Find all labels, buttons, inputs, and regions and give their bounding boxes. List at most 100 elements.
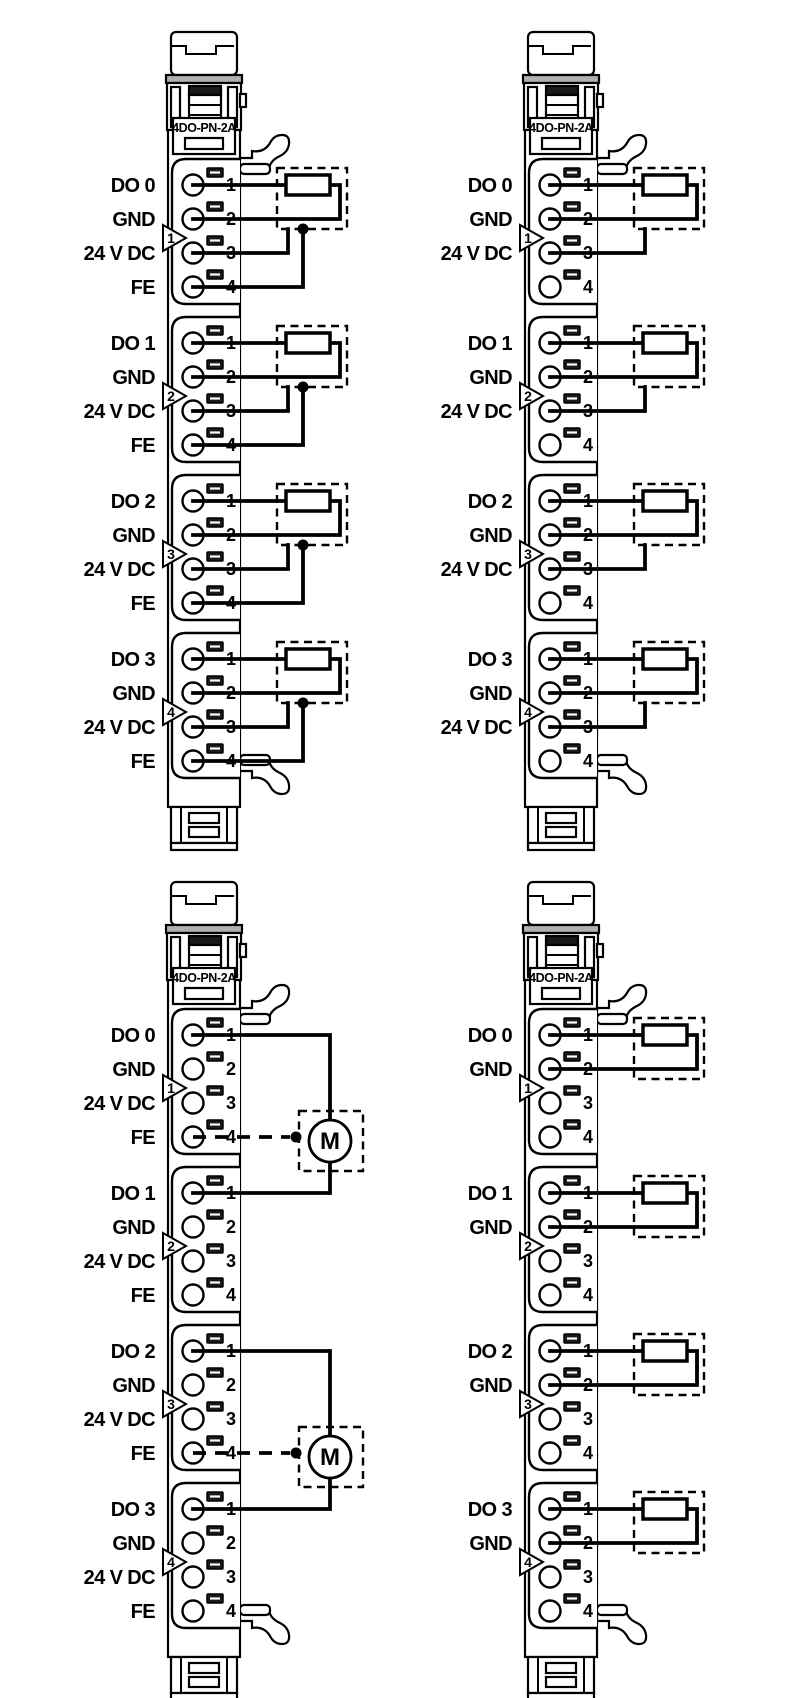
group-marker <box>162 1389 189 1419</box>
release-lever-bottom <box>238 759 291 796</box>
side-lug <box>595 92 605 109</box>
junction-dot <box>297 223 309 235</box>
signal-label: GND <box>112 1217 155 1239</box>
release-lever-top <box>238 133 291 170</box>
pin-number: 4 <box>583 593 593 613</box>
pin-number: 3 <box>226 1567 236 1587</box>
group-number: 3 <box>524 546 532 562</box>
pin-number: 4 <box>583 751 593 771</box>
signal-label: 24 V DC <box>441 717 513 739</box>
pin-number: 2 <box>226 1217 236 1237</box>
pin-number: 4 <box>226 1601 236 1621</box>
side-tab-bottom <box>238 1603 272 1617</box>
pin-number: 2 <box>226 1059 236 1079</box>
group-marker <box>519 1547 546 1577</box>
bottom-clip-slot <box>187 1661 221 1675</box>
motor-label: M <box>320 1128 340 1155</box>
wire-24vdc-supply <box>548 227 647 255</box>
bottom-clip-slot <box>544 1661 578 1675</box>
signal-label: FE <box>131 435 156 457</box>
pin-number: 3 <box>583 1093 593 1113</box>
bottom-clip-lines <box>537 1657 585 1693</box>
wire-24vdc-supply <box>548 385 647 413</box>
bottom-clip-bar <box>169 841 239 852</box>
load-enclosure-box <box>632 166 706 231</box>
load-resistor-symbol <box>284 173 332 197</box>
load-resistor-symbol <box>284 647 332 671</box>
pin-number: 2 <box>226 1375 236 1395</box>
signal-label: DO 1 <box>468 333 513 355</box>
head-latch-bar <box>544 84 580 97</box>
terminal-contact-3 <box>538 1565 562 1589</box>
terminal-contact-4 <box>538 433 562 457</box>
side-tab-bottom <box>595 1603 629 1617</box>
signal-label: DO 2 <box>468 1341 513 1363</box>
wire-do-to-motor <box>191 1349 332 1438</box>
junction-dot <box>297 381 309 393</box>
pin-number: 4 <box>583 1601 593 1621</box>
junction-dot <box>297 697 309 709</box>
terminal-contact-4 <box>181 1283 205 1307</box>
pin-number: 4 <box>583 1127 593 1147</box>
load-enclosure-box <box>275 482 349 547</box>
signal-label: DO 2 <box>468 491 513 513</box>
bottom-clip-slot <box>544 1675 578 1689</box>
terminal-contact-4 <box>538 749 562 773</box>
head-strip <box>164 923 244 935</box>
wire-24vdc-supply <box>191 227 290 255</box>
load-resistor-symbol <box>641 1181 689 1205</box>
group-number: 4 <box>524 1554 532 1570</box>
module-label-window <box>183 986 225 1001</box>
signal-label: DO 0 <box>468 175 513 197</box>
terminal-contact-4 <box>538 1125 562 1149</box>
signal-label: DO 3 <box>468 1499 513 1521</box>
side-tab-top <box>238 1012 272 1026</box>
group-marker <box>162 539 189 569</box>
junction-dot <box>297 539 309 551</box>
terminal-contact-4 <box>538 1599 562 1623</box>
signal-label: FE <box>131 751 156 773</box>
group-number: 2 <box>167 1238 175 1254</box>
wire-load-to-gnd <box>548 1507 699 1545</box>
signal-label: 24 V DC <box>84 401 156 423</box>
signal-label: 24 V DC <box>441 243 513 265</box>
signal-label: 24 V DC <box>84 1567 156 1589</box>
load-resistor-symbol <box>641 1023 689 1047</box>
side-lug <box>238 92 248 109</box>
wire-load-to-gnd <box>548 657 699 695</box>
head-strip <box>521 73 601 85</box>
signal-label: 24 V DC <box>84 1409 156 1431</box>
bottom-clip-lines <box>537 807 585 843</box>
terminal-contact-2 <box>181 1057 205 1081</box>
load-resistor-symbol <box>641 1497 689 1521</box>
load-resistor-symbol <box>641 331 689 355</box>
group-number: 3 <box>167 1396 175 1412</box>
terminal-contact-3 <box>538 1249 562 1273</box>
wire-load-to-gnd <box>548 183 699 221</box>
signal-label: FE <box>131 1443 156 1465</box>
module-label-window <box>183 136 225 151</box>
release-lever-top <box>595 983 648 1020</box>
group-number: 3 <box>167 546 175 562</box>
signal-label: DO 1 <box>468 1183 513 1205</box>
side-tab-bottom <box>595 753 629 767</box>
load-resistor-symbol <box>284 331 332 355</box>
terminal-contact-3 <box>181 1091 205 1115</box>
signal-label: GND <box>112 209 155 231</box>
terminal-contact-2 <box>181 1215 205 1239</box>
group-number: 2 <box>167 388 175 404</box>
terminal-contact-3 <box>181 1407 205 1431</box>
load-enclosure-box <box>632 482 706 547</box>
signal-label: GND <box>469 683 512 705</box>
signal-label: GND <box>112 683 155 705</box>
load-enclosure-box <box>632 1174 706 1239</box>
signal-label: DO 0 <box>111 175 156 197</box>
signal-label: FE <box>131 1285 156 1307</box>
module-label-box <box>528 116 594 156</box>
wire-24vdc-supply <box>548 701 647 729</box>
load-resistor-symbol <box>641 173 689 197</box>
wire-load-to-gnd <box>191 657 342 695</box>
bottom-clip-slot <box>187 1675 221 1689</box>
terminal-contact-2 <box>181 1373 205 1397</box>
signal-label: DO 1 <box>111 333 156 355</box>
